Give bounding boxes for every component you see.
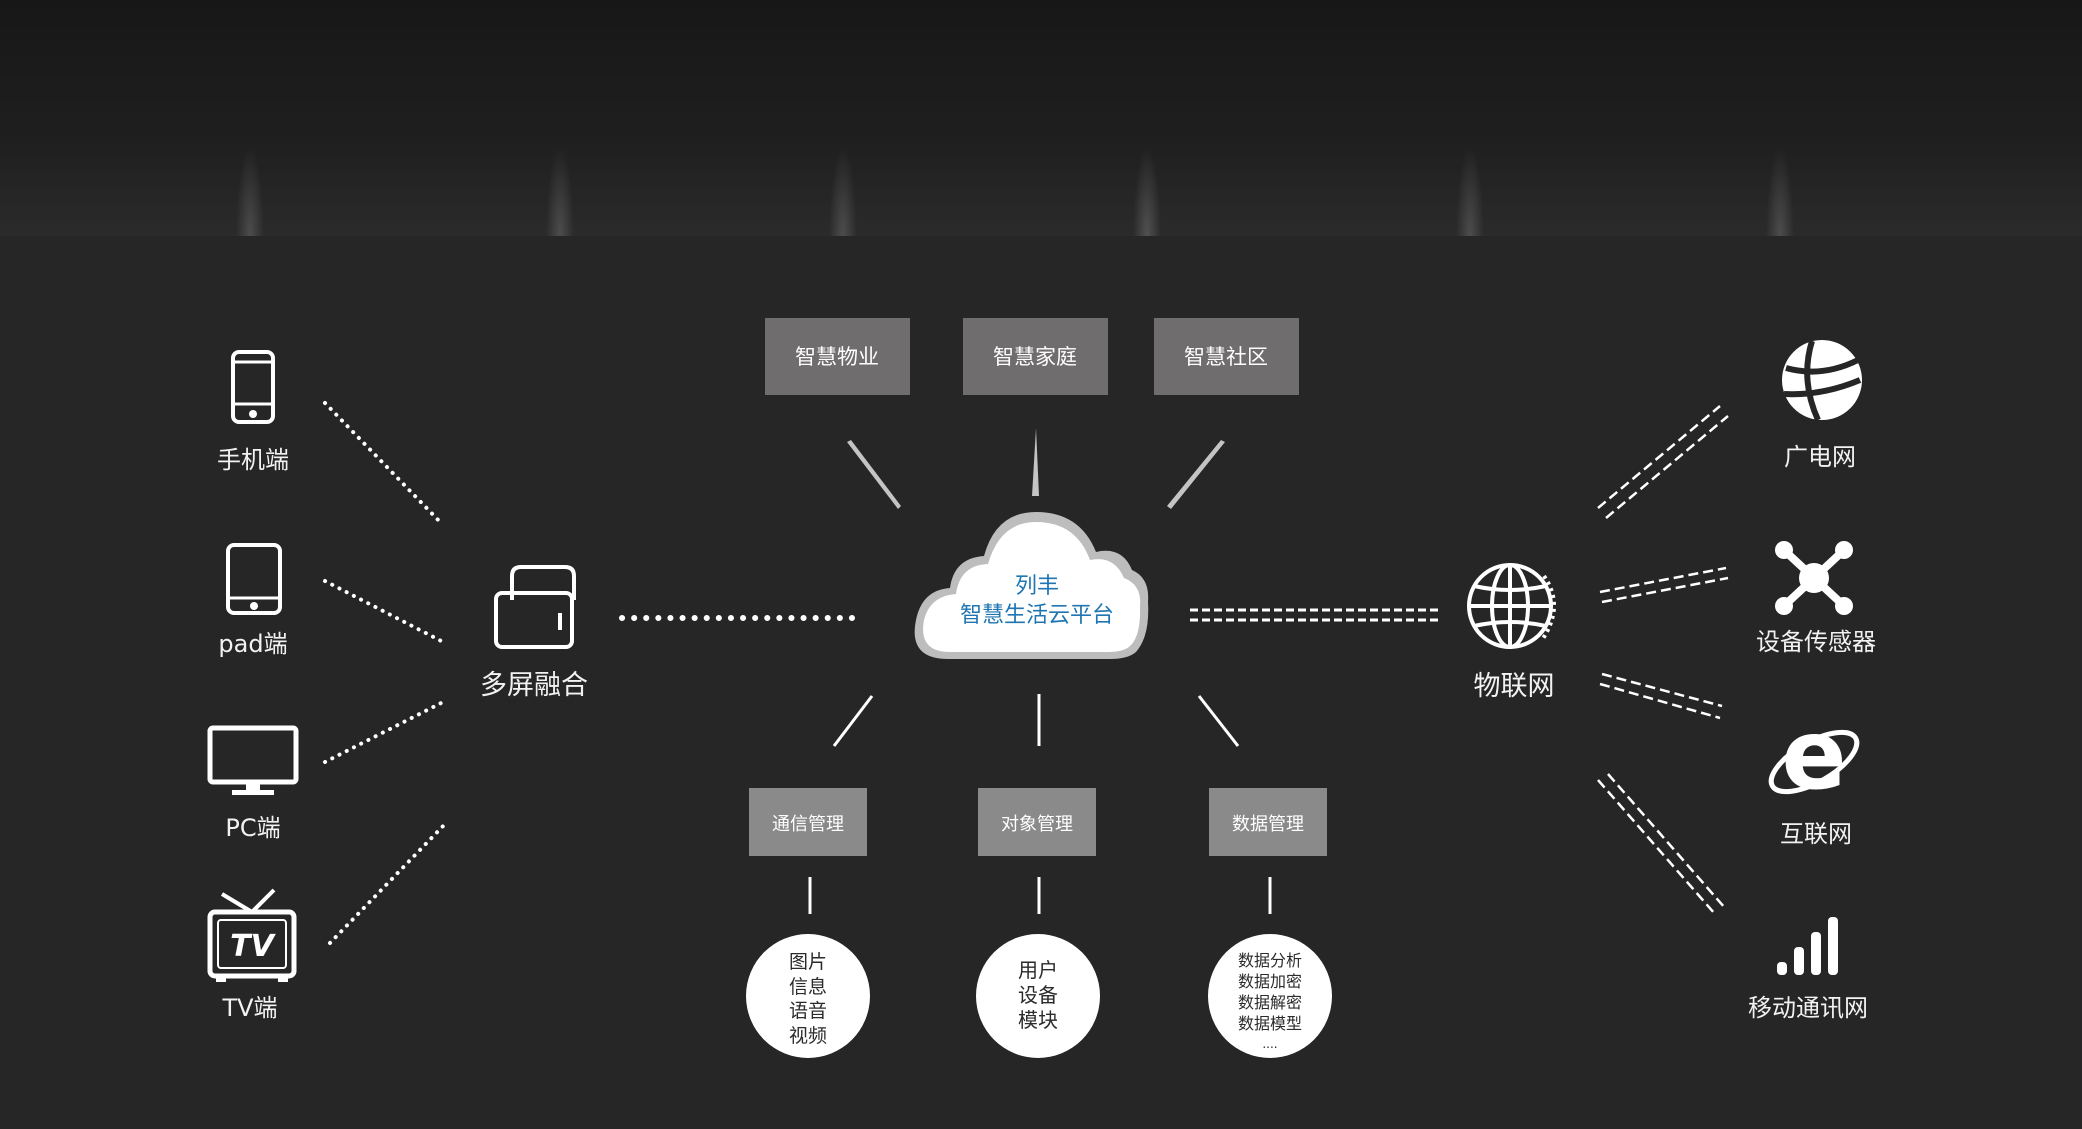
bottom-box-communication: 通信管理 — [749, 788, 867, 856]
top-box-community: 智慧社区 — [1154, 318, 1299, 395]
bottom-box-label: 通信管理 — [772, 814, 844, 835]
connector-line — [1599, 682, 1721, 720]
fusion-node: 多屏融合 — [480, 565, 588, 701]
device-connectors — [323, 401, 449, 945]
network-label: 广电网 — [1784, 443, 1856, 471]
top-box-label: 智慧物业 — [795, 345, 879, 369]
iot-label: 物联网 — [1474, 671, 1555, 702]
spike — [1167, 440, 1225, 509]
circle-item: 设备 — [1018, 983, 1058, 1007]
top-box-property: 智慧物业 — [765, 318, 910, 395]
connector-line — [323, 579, 449, 646]
bottom-box-data: 数据管理 — [1209, 788, 1327, 856]
internet-explorer-icon: e — [1768, 699, 1860, 811]
network-label: 移动通讯网 — [1748, 994, 1868, 1022]
sensor-network-icon — [1775, 541, 1853, 615]
bottom-box-label: 数据管理 — [1232, 814, 1304, 835]
device-label: 手机端 — [217, 446, 289, 474]
network-broadcast: 广电网 — [1782, 340, 1862, 471]
network-label: 互联网 — [1780, 820, 1852, 848]
connector-line — [1601, 672, 1723, 708]
device-label: PC端 — [225, 814, 280, 842]
circle-data-items: 数据分析 数据加密 数据解密 数据模型 .... — [1208, 934, 1332, 1058]
top-box-label: 智慧家庭 — [993, 345, 1077, 369]
bottom-box-label: 对象管理 — [1001, 814, 1073, 835]
monitor-icon — [207, 725, 299, 795]
cloud-shape-inner — [923, 522, 1141, 652]
fusion-label: 多屏融合 — [480, 670, 588, 701]
bottom-box-object: 对象管理 — [978, 788, 1096, 856]
iot-node: 物联网 — [1467, 563, 1556, 702]
circle-item: 图片 — [789, 951, 827, 973]
connector-line — [323, 698, 449, 764]
circle-item: 语音 — [789, 1000, 827, 1022]
circle-communication-items: 图片 信息 语音 视频 — [746, 934, 870, 1058]
spike — [847, 440, 901, 509]
circle-item: .... — [1262, 1037, 1277, 1051]
connector-line — [1601, 576, 1729, 604]
connector-line — [323, 401, 445, 527]
connector-line — [328, 820, 449, 945]
top-box-label: 智慧社区 — [1184, 345, 1268, 369]
padlock-icon — [494, 565, 576, 649]
circle-item: 用户 — [1018, 958, 1058, 982]
circle-item: 数据分析 — [1238, 951, 1302, 970]
cloud-title-line2: 智慧生活云平台 — [960, 603, 1114, 628]
top-box-home: 智慧家庭 — [963, 318, 1108, 395]
connector-line — [1605, 415, 1729, 519]
connector-line — [1597, 405, 1721, 509]
connector-line — [1599, 566, 1727, 594]
signal-bars-icon — [1777, 917, 1838, 975]
tv-icon: TV — [207, 888, 297, 982]
circle-item: 数据加密 — [1238, 972, 1302, 991]
connector-line — [1607, 773, 1726, 909]
connector-line — [832, 695, 874, 747]
connector-line — [1597, 779, 1716, 915]
network-sensor: 设备传感器 — [1756, 541, 1876, 656]
device-tv: TV TV端 — [207, 888, 297, 1022]
cloud-down-lines — [832, 694, 1240, 747]
circle-item: 视频 — [789, 1025, 827, 1047]
smartphone-icon — [231, 350, 275, 424]
connector-line — [1197, 695, 1240, 747]
circle-item: 信息 — [789, 976, 827, 998]
device-label: TV端 — [221, 994, 277, 1022]
cloud-platform: 列丰 智慧生活云平台 — [914, 512, 1149, 659]
cloud-title-line1: 列丰 — [1015, 574, 1059, 599]
network-mobile: 移动通讯网 — [1748, 917, 1868, 1022]
box-circle-lines — [808, 877, 1272, 914]
device-pad: pad端 — [218, 543, 288, 658]
header-banner — [0, 0, 2082, 236]
device-phone: 手机端 — [217, 350, 289, 474]
top-spikes — [847, 428, 1225, 509]
tablet-icon — [226, 543, 282, 615]
circle-item: 数据模型 — [1238, 1014, 1302, 1033]
globe-icon — [1467, 563, 1556, 649]
circle-object-items: 用户 设备 模块 — [976, 934, 1100, 1058]
satellite-globe-icon — [1782, 340, 1862, 422]
device-label: pad端 — [218, 630, 287, 658]
circle-item: 数据解密 — [1238, 993, 1302, 1012]
network-connectors — [1597, 405, 1729, 915]
spike — [1032, 428, 1039, 496]
device-pc: PC端 — [207, 725, 299, 842]
tv-icon-text: TV — [230, 929, 276, 964]
network-label: 设备传感器 — [1756, 628, 1876, 656]
network-internet: e 互联网 — [1768, 699, 1860, 848]
circle-item: 模块 — [1018, 1008, 1058, 1032]
